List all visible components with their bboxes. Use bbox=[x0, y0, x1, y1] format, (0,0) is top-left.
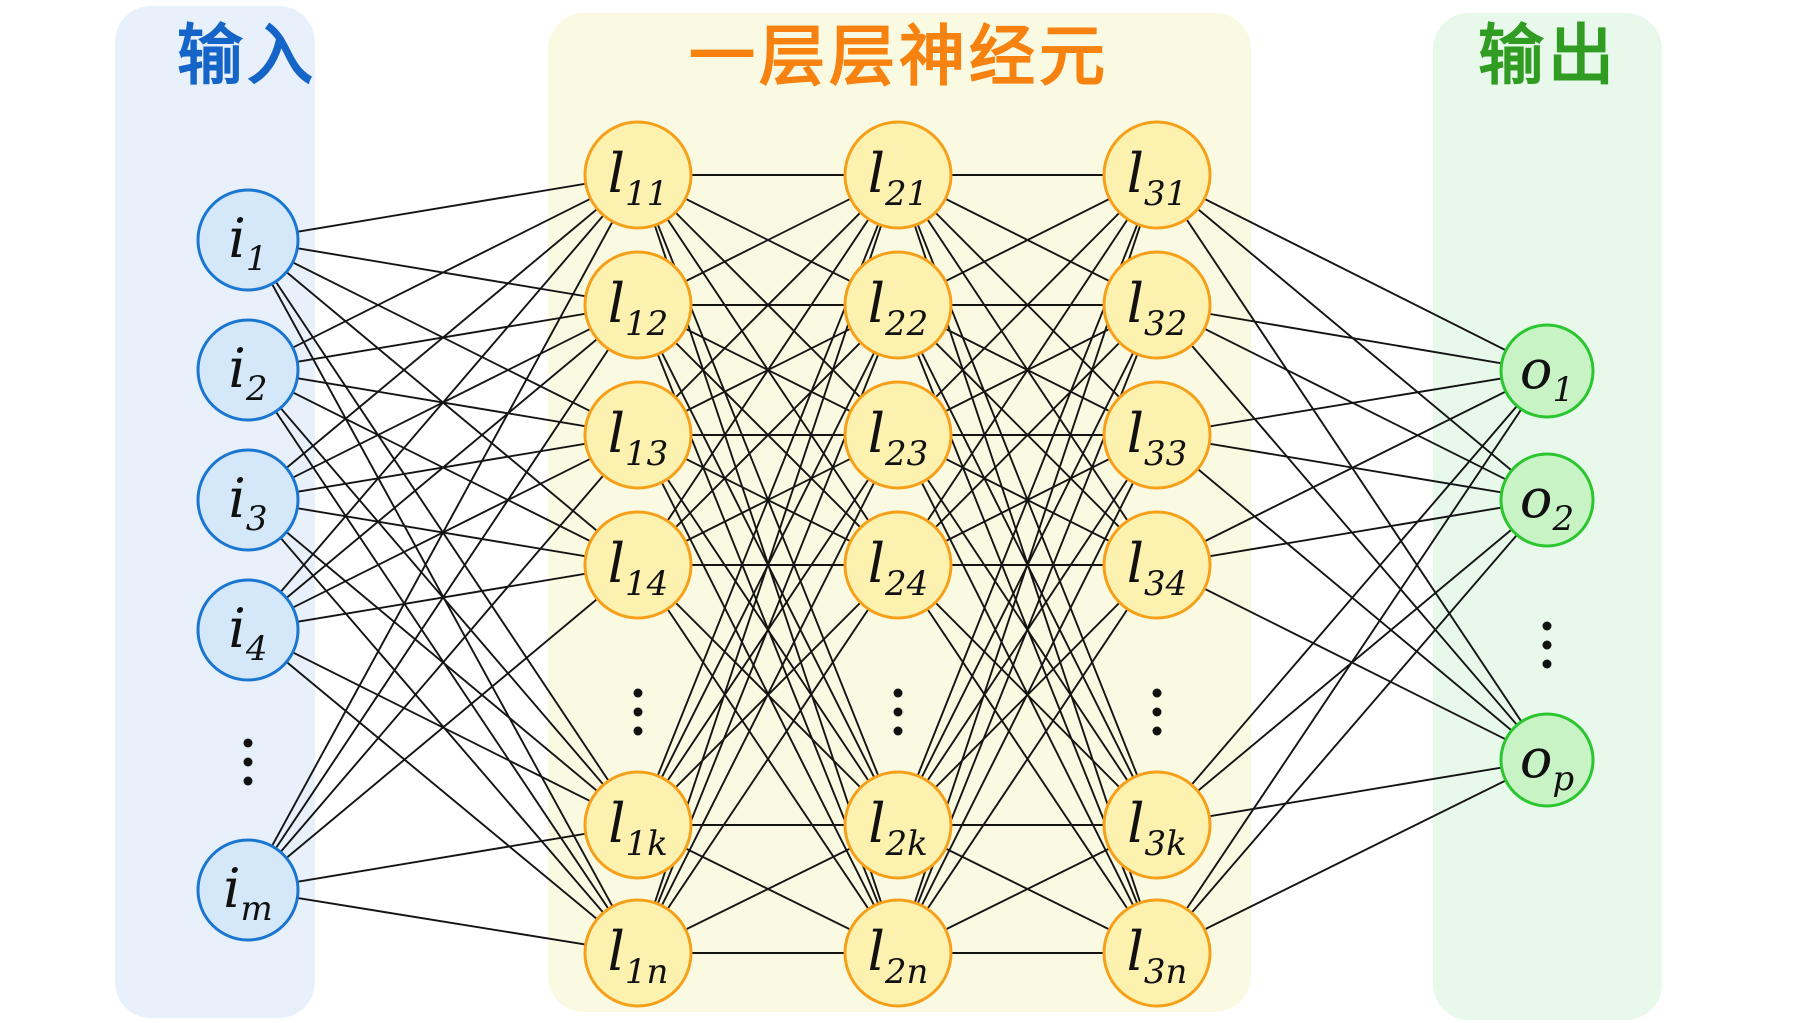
node-i1 bbox=[196, 188, 300, 292]
connection-edge-inputs-layer1 bbox=[247, 564, 639, 891]
node-l33 bbox=[1102, 380, 1212, 490]
vertical-ellipsis-layer2 bbox=[893, 726, 903, 736]
connection-edge-inputs-layer1 bbox=[247, 174, 639, 631]
node-l2n bbox=[843, 898, 953, 1008]
hidden-layers-panel-title: 一层层神经元 bbox=[689, 18, 1109, 95]
connection-edge-layer2-layer3 bbox=[897, 174, 1158, 566]
node-l1n bbox=[583, 898, 693, 1008]
node-i3 bbox=[196, 448, 300, 552]
connection-edge-layer3-outputs bbox=[1156, 370, 1548, 436]
input-panel-title: 输入 bbox=[177, 17, 317, 94]
connection-edge-layer1-layer2 bbox=[637, 564, 899, 954]
node-l1k bbox=[583, 770, 693, 880]
vertical-ellipsis-inputs bbox=[243, 738, 253, 748]
connection-edge-layer1-layer2 bbox=[637, 174, 899, 436]
vertical-ellipsis-inputs bbox=[243, 776, 253, 786]
vertical-ellipsis-layer3 bbox=[1152, 726, 1162, 736]
node-label-l32: l32 bbox=[1127, 272, 1188, 344]
connection-edge-inputs-layer1 bbox=[247, 304, 639, 631]
node-l24 bbox=[843, 510, 953, 620]
connection-edge-layer1-layer2 bbox=[637, 174, 899, 566]
connection-edge-layer2-layer3 bbox=[897, 304, 1158, 566]
connection-edge-layer1-layer2 bbox=[637, 434, 899, 954]
node-l11 bbox=[583, 120, 693, 230]
connection-edge-layer2-layer3 bbox=[897, 564, 1158, 954]
vertical-ellipsis-outputs bbox=[1542, 621, 1552, 631]
connection-edge-inputs-layer1 bbox=[247, 889, 639, 954]
node-i2 bbox=[196, 318, 300, 422]
connection-edge-layer3-outputs bbox=[1156, 370, 1548, 826]
node-l23 bbox=[843, 380, 953, 490]
vertical-ellipsis-layer1 bbox=[633, 688, 643, 698]
connection-edge-layer2-layer3 bbox=[897, 434, 1158, 954]
connection-edge-inputs-layer1 bbox=[247, 434, 639, 891]
vertical-ellipsis-layer2 bbox=[893, 707, 903, 717]
connection-edge-inputs-layer1 bbox=[247, 824, 639, 891]
nodes-layer: i1i2i3i4iml11l12l13l14l1kl1nl21l22l23l24… bbox=[196, 120, 1595, 1008]
node-im bbox=[196, 838, 300, 942]
connection-edge-layer3-outputs bbox=[1156, 499, 1548, 954]
vertical-ellipsis-layer3 bbox=[1152, 688, 1162, 698]
connection-edge-inputs-layer1 bbox=[247, 174, 639, 501]
node-l31 bbox=[1102, 120, 1212, 230]
node-l34 bbox=[1102, 510, 1212, 620]
connection-edge-layer3-outputs bbox=[1156, 304, 1548, 372]
node-o2 bbox=[1499, 452, 1595, 548]
vertical-ellipsis-layer1 bbox=[633, 707, 643, 717]
node-label-i3: i3 bbox=[229, 467, 268, 539]
connection-edge-inputs-layer1 bbox=[247, 174, 639, 241]
node-l32 bbox=[1102, 250, 1212, 360]
node-l22 bbox=[843, 250, 953, 360]
node-l14 bbox=[583, 510, 693, 620]
vertical-ellipsis-layer2 bbox=[893, 688, 903, 698]
connection-edge-layer3-outputs bbox=[1156, 370, 1548, 954]
connection-edge-layer3-outputs bbox=[1156, 499, 1548, 566]
node-l3k bbox=[1102, 770, 1212, 880]
connection-edge-layer2-layer3 bbox=[897, 174, 1158, 436]
output-panel-title: 输出 bbox=[1478, 17, 1618, 94]
node-l12 bbox=[583, 250, 693, 360]
node-l21 bbox=[843, 120, 953, 230]
vertical-ellipsis-outputs bbox=[1542, 659, 1552, 669]
connection-edge-layer1-layer2 bbox=[637, 304, 899, 566]
connections-layer bbox=[247, 174, 1548, 954]
node-o1 bbox=[1499, 323, 1595, 419]
node-l13 bbox=[583, 380, 693, 490]
node-i4 bbox=[196, 578, 300, 682]
connection-edge-inputs-layer1 bbox=[247, 174, 639, 371]
node-label-l2n: l2n bbox=[868, 920, 929, 992]
connection-edge-layer3-outputs bbox=[1156, 370, 1548, 566]
vertical-ellipsis-inputs bbox=[243, 757, 253, 767]
connection-edge-inputs-layer1 bbox=[247, 629, 639, 954]
node-l3n bbox=[1102, 898, 1212, 1008]
node-label-l13: l13 bbox=[608, 402, 669, 474]
connection-edge-inputs-layer1 bbox=[247, 304, 639, 891]
vertical-ellipsis-outputs bbox=[1542, 640, 1552, 650]
node-l2k bbox=[843, 770, 953, 880]
connection-edge-layer3-outputs bbox=[1156, 174, 1548, 372]
connection-edge-layer3-outputs bbox=[1156, 759, 1548, 954]
vertical-ellipsis-layer1 bbox=[633, 726, 643, 736]
node-op bbox=[1499, 712, 1595, 808]
vertical-ellipsis-layer3 bbox=[1152, 707, 1162, 717]
connection-edge-layer3-outputs bbox=[1156, 759, 1548, 826]
connection-edge-inputs-layer1 bbox=[247, 174, 639, 891]
